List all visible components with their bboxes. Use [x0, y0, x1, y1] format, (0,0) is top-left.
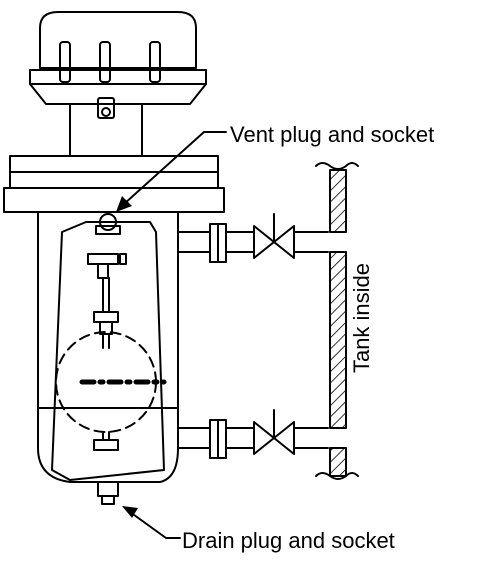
leader-vent	[123, 131, 227, 205]
drain-plug-label: Drain plug and socket	[182, 528, 395, 553]
top-flange	[3, 155, 225, 213]
upper-connection	[177, 213, 329, 263]
housing-head	[29, 11, 207, 157]
tank-wall	[315, 162, 359, 480]
lower-connection	[177, 409, 329, 459]
drain-arrowhead	[122, 506, 138, 518]
leader-drain	[129, 511, 181, 539]
tank-inside-label: Tank inside	[349, 262, 374, 374]
float-chamber	[37, 211, 179, 505]
vent-arrowhead	[116, 196, 132, 212]
float-cage	[51, 213, 167, 481]
vent-plug-label: Vent plug and socket	[230, 122, 435, 147]
